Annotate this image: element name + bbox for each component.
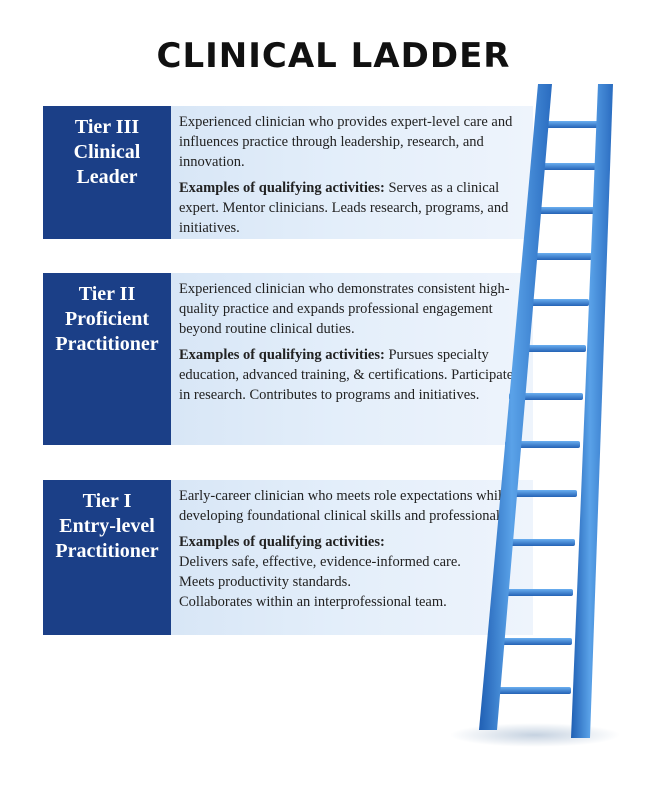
- ladder-rung: [524, 253, 592, 260]
- ladder-rung: [495, 589, 573, 596]
- tier-label-3: Tier III Clinical Leader: [43, 106, 171, 239]
- ladder-rung: [533, 163, 597, 170]
- ladder-rungs: [491, 121, 600, 694]
- ladder-rung: [514, 345, 586, 352]
- tier-card-3: Tier III Clinical Leader Experienced cli…: [43, 106, 533, 239]
- tier-label-line: Practitioner: [55, 540, 159, 562]
- tier-description: Experienced clinician who provides exper…: [179, 114, 513, 170]
- tier-label-line: Tier II: [78, 283, 136, 305]
- tier-card-2: Tier II Proficient Practitioner Experien…: [43, 273, 533, 445]
- ladder-rung: [519, 299, 589, 306]
- tier-examples: Examples of qualifying activities: Serve…: [179, 178, 523, 238]
- examples-line: Collaborates within an interprofessional…: [179, 594, 447, 610]
- ladder-rung: [493, 638, 572, 645]
- examples-text: Serves as a clinical expert. Mentor clin…: [179, 180, 509, 236]
- tier-label-line: Leader: [76, 166, 138, 188]
- tier-label-line: Clinical: [73, 141, 141, 163]
- examples-label: Examples of qualifying activities:: [179, 347, 385, 363]
- tier-card-1: Tier I Entry-level Practitioner Early-ca…: [43, 480, 533, 635]
- examples-label: Examples of qualifying activities:: [179, 534, 385, 550]
- ladder-rung: [491, 687, 571, 694]
- ladder-rung: [529, 207, 595, 214]
- ladder-left-rail: [479, 84, 552, 730]
- tier-label-2: Tier II Proficient Practitioner: [43, 273, 171, 445]
- page-title: CLINICAL LADDER: [156, 36, 511, 76]
- tier-label-1: Tier I Entry-level Practitioner: [43, 480, 171, 635]
- tier-label-line: Practitioner: [55, 333, 159, 355]
- tier-body-3: Experienced clinician who provides exper…: [171, 106, 533, 239]
- tier-label-line: Entry-level: [59, 515, 155, 537]
- tier-examples: Examples of qualifying activities: Deliv…: [179, 532, 523, 612]
- tier-label-line: Proficient: [64, 308, 150, 330]
- tier-description: Early-career clinician who meets role ex…: [179, 488, 509, 524]
- ladder-rung: [538, 121, 600, 128]
- examples-label: Examples of qualifying activities:: [179, 180, 385, 196]
- tier-label-line: Tier III: [74, 116, 140, 138]
- ladder-rung: [498, 539, 575, 546]
- ladder-shadow: [450, 723, 620, 747]
- examples-line: Delivers safe, effective, evidence-infor…: [179, 554, 461, 570]
- examples-line: Meets productivity standards.: [179, 574, 351, 590]
- tier-label-line: Tier I: [82, 490, 132, 512]
- ladder-rung: [501, 490, 577, 497]
- tier-description: Experienced clinician who demonstrates c…: [179, 281, 510, 337]
- examples-text: Pursues specialty education, advanced tr…: [179, 347, 519, 403]
- tier-examples: Examples of qualifying activities: Pursu…: [179, 345, 523, 405]
- ladder-right-rail: [571, 84, 613, 738]
- tier-body-1: Early-career clinician who meets role ex…: [171, 480, 533, 635]
- tier-body-2: Experienced clinician who demonstrates c…: [171, 273, 533, 445]
- ladder-rung: [509, 393, 583, 400]
- ladder-rung: [505, 441, 580, 448]
